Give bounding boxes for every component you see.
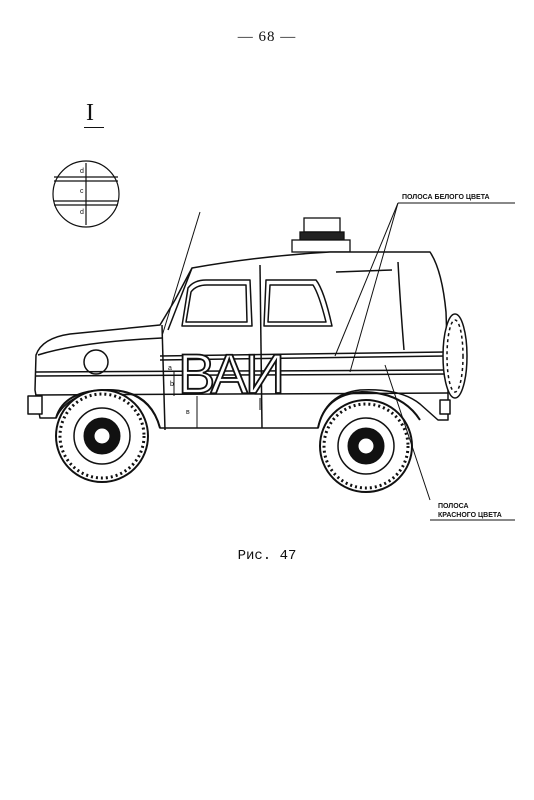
stripe-detail-circle <box>52 160 120 228</box>
spare-tire <box>442 313 468 399</box>
page-number: — 68 — <box>237 29 297 45</box>
dim-b: b <box>170 381 174 388</box>
figure-caption: Рис. 47 <box>237 548 297 564</box>
dimension-marks <box>173 372 261 428</box>
view-marker: I <box>86 100 94 126</box>
dim-v: в <box>186 409 190 416</box>
vai-lettering: ВАИ <box>178 342 282 405</box>
detail-dim-bottom: d <box>80 209 84 216</box>
detail-dim-middle: c <box>80 188 84 195</box>
view-marker-underline <box>84 127 104 128</box>
detail-dim-top: d <box>80 168 84 175</box>
red-stripe-label-line2: КРАСНОГО ЦВЕТА <box>438 512 502 519</box>
front-wheel <box>55 389 149 483</box>
rear-wheel <box>319 399 413 493</box>
red-stripe-label-line1: ПОЛОСА <box>438 503 469 510</box>
white-stripe-label: ПОЛОСА БЕЛОГО ЦВЕТА <box>402 194 490 201</box>
leader-lines <box>161 202 515 521</box>
vehicle-body <box>27 251 451 431</box>
dim-a: a <box>168 365 172 372</box>
roof-beacon <box>291 217 351 253</box>
